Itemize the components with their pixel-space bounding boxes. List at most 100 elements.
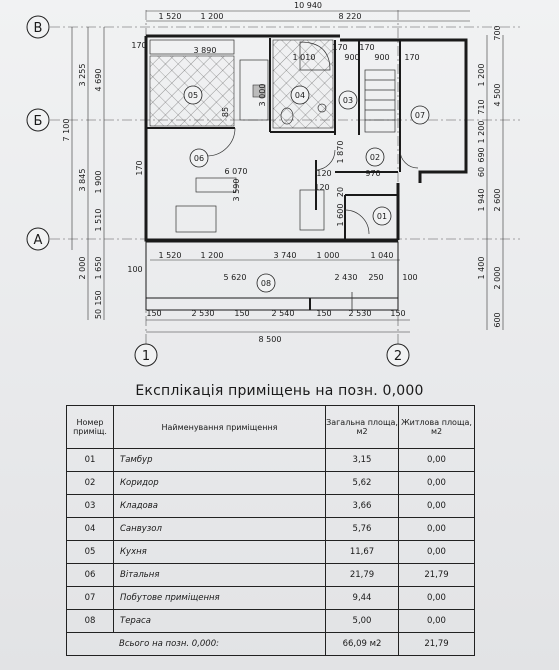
svg-text:03: 03 xyxy=(343,96,353,105)
dim-right-9: 1 400 xyxy=(477,257,486,280)
outer-walls xyxy=(144,34,468,242)
row-num: 07 xyxy=(66,586,114,610)
row-total-area: 5,76 xyxy=(325,517,399,541)
svg-text:01: 01 xyxy=(377,212,387,221)
svg-text:6 070: 6 070 xyxy=(225,167,248,176)
washbasin xyxy=(317,103,327,113)
svg-text:1 200: 1 200 xyxy=(201,251,224,260)
svg-text:2: 2 xyxy=(394,349,402,364)
row-num: 05 xyxy=(66,540,114,564)
svg-text:5 620: 5 620 xyxy=(224,273,247,282)
explication-title: Експлікація приміщень на позн. 0,000 xyxy=(135,383,424,399)
header-num: Номер приміщ. xyxy=(66,405,114,449)
room-marker-03: 03 xyxy=(338,90,358,110)
row-num: 02 xyxy=(66,471,114,495)
dim-right-5: 690 xyxy=(477,147,486,162)
tv-stand xyxy=(195,177,237,193)
dim-top-total: 10 940 xyxy=(294,1,322,10)
axis-marker-b: Б xyxy=(26,108,50,132)
sofa-left xyxy=(175,205,217,233)
row-living-area: 21,79 xyxy=(398,563,475,587)
door-swings xyxy=(206,127,419,235)
header-name: Найменування приміщення xyxy=(113,405,326,449)
row-name: Тераса xyxy=(113,609,326,633)
svg-text:Б: Б xyxy=(34,114,43,129)
inner-dimensions: 3 890 1 010 170 900 170 900 170 170 3 00… xyxy=(127,41,419,282)
dim-right-6: 60 xyxy=(477,167,486,177)
svg-text:05: 05 xyxy=(188,91,198,100)
svg-text:3 890: 3 890 xyxy=(194,46,217,55)
row-living-area: 0,00 xyxy=(398,494,475,518)
room-marker-01: 01 xyxy=(372,206,392,226)
axis-marker-v: В xyxy=(26,15,50,39)
bathroom-tile-area xyxy=(272,39,334,129)
dim-left-2: 3 845 xyxy=(78,169,87,192)
row-living-area: 0,00 xyxy=(398,517,475,541)
row-total-area: 3,66 xyxy=(325,494,399,518)
room-marker-06: 06 xyxy=(189,148,209,168)
total-area: 66,09 м2 xyxy=(325,632,399,656)
dim-bottom-2: 2 530 xyxy=(192,309,215,318)
row-name: Вітальня xyxy=(113,563,326,587)
svg-text:1 870: 1 870 xyxy=(336,141,345,164)
svg-text:120: 120 xyxy=(314,183,329,192)
dim-right-11: 600 xyxy=(493,312,502,327)
dim-bottom-total: 8 500 xyxy=(259,335,282,344)
row-num: 03 xyxy=(66,494,114,518)
dim-right-12: 700 xyxy=(493,25,502,40)
svg-text:85: 85 xyxy=(221,107,230,117)
svg-text:120: 120 xyxy=(316,169,331,178)
row-num: 04 xyxy=(66,517,114,541)
row-name: Тамбур xyxy=(113,448,326,472)
row-num: 08 xyxy=(66,609,114,633)
row-name: Кухня xyxy=(113,540,326,564)
svg-text:07: 07 xyxy=(415,111,425,120)
dim-right-2: 4 500 xyxy=(493,84,502,107)
dim-left-4: 1 900 xyxy=(94,171,103,194)
svg-text:3 740: 3 740 xyxy=(274,251,297,260)
dim-right-4: 1 200 xyxy=(477,121,486,144)
svg-text:100: 100 xyxy=(402,273,417,282)
dim-left-7: 1 650 xyxy=(94,257,103,280)
row-name: Кладова xyxy=(113,494,326,518)
total-living: 21,79 xyxy=(398,632,475,656)
svg-text:100: 100 xyxy=(127,265,142,274)
terrace xyxy=(145,241,399,311)
svg-text:900: 900 xyxy=(344,53,359,62)
dim-bottom-7: 150 xyxy=(390,309,405,318)
dim-bottom-3: 150 xyxy=(234,309,249,318)
dim-right-7: 1 940 xyxy=(477,189,486,212)
bathtub xyxy=(299,41,331,71)
dim-right-1: 1 200 xyxy=(477,64,486,87)
svg-text:А: А xyxy=(34,233,43,248)
svg-text:170: 170 xyxy=(332,43,347,52)
row-total-area: 21,79 xyxy=(325,563,399,587)
row-living-area: 0,00 xyxy=(398,540,475,564)
svg-text:170: 170 xyxy=(359,43,374,52)
axis-marker-1: 1 xyxy=(134,343,158,367)
axis-marker-2: 2 xyxy=(386,343,410,367)
svg-text:900: 900 xyxy=(374,53,389,62)
room-marker-08: 08 xyxy=(256,273,276,293)
svg-text:170: 170 xyxy=(135,160,144,175)
dim-left-5: 1 510 xyxy=(94,209,103,232)
toilet xyxy=(280,107,294,125)
dim-left-8: 150 xyxy=(94,290,103,305)
row-name: Санвузол xyxy=(113,517,326,541)
svg-text:06: 06 xyxy=(194,154,204,163)
dim-top-1: 1 520 xyxy=(159,12,182,21)
row-living-area: 0,00 xyxy=(398,586,475,610)
sofa-right xyxy=(299,189,325,231)
svg-text:1 600: 1 600 xyxy=(336,204,345,227)
header-total: Загальна площа, м2 xyxy=(325,405,399,449)
kitchen-counter xyxy=(239,59,269,121)
dim-top-2: 1 200 xyxy=(201,12,224,21)
dim-bottom-6: 2 530 xyxy=(349,309,372,318)
room-marker-05: 05 xyxy=(183,85,203,105)
dim-bottom-5: 150 xyxy=(316,309,331,318)
room-marker-04: 04 xyxy=(290,85,310,105)
